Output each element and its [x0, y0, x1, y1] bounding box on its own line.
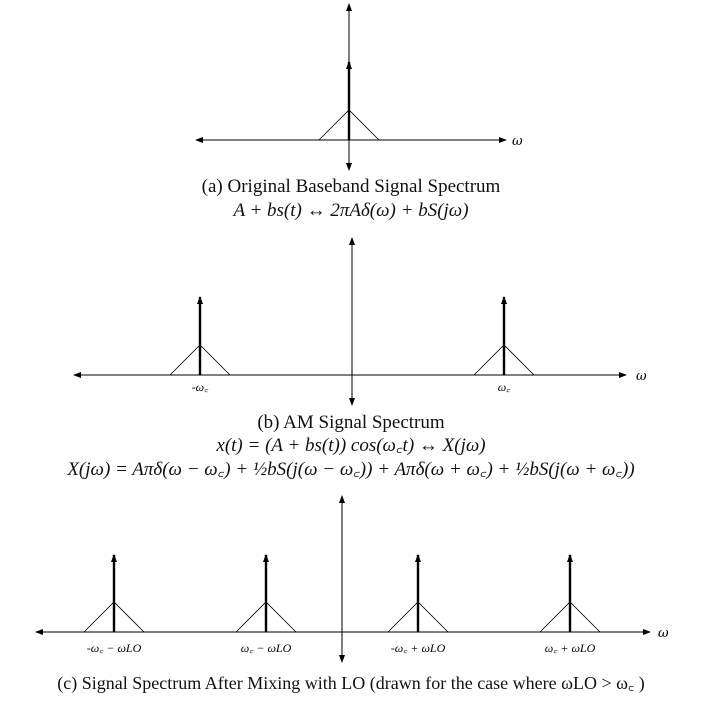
panel-c-tick-2: ω꜀ − ωLO [241, 641, 292, 655]
panel-b-omega-label: ω [636, 369, 647, 384]
panel-b-equation-1: x(t) = (A + bs(t)) cos(ω꜀t) ↔ X(jω) [216, 435, 486, 456]
panel-c-tick-1: -ω꜀ − ωLO [87, 641, 142, 655]
panel-c-omega-label: ω [658, 626, 669, 641]
panel-a-plot: ω [195, 3, 523, 171]
panel-a-omega-label: ω [512, 134, 523, 149]
panel-b-caption: (b) AM Signal Spectrum [257, 412, 445, 433]
panel-c-plot: ω -ω꜀ − ωLO ω꜀ − ωLO -ω꜀ + ωLO ω꜀ + ωLO [35, 495, 669, 663]
panel-b-equation-2: X(jω) = Aπδ(ω − ω꜀) + ½bS(j(ω − ω꜀)) + A… [67, 459, 635, 480]
panel-b-tick-neg-wc: -ω꜀ [192, 380, 209, 394]
panel-c-tick-4: ω꜀ + ωLO [545, 641, 596, 655]
panel-a-equation: A + bs(t) ↔ 2πAδ(ω) + bS(jω) [233, 200, 469, 221]
panel-c-tick-3: -ω꜀ + ωLO [391, 641, 446, 655]
panel-b-plot: ω -ω꜀ ω꜀ [73, 237, 647, 406]
panel-b-tick-wc: ω꜀ [498, 380, 511, 394]
panel-a-caption: (a) Original Baseband Signal Spectrum [201, 176, 501, 197]
panel-c-caption: (c) Signal Spectrum After Mixing with LO… [57, 673, 645, 693]
